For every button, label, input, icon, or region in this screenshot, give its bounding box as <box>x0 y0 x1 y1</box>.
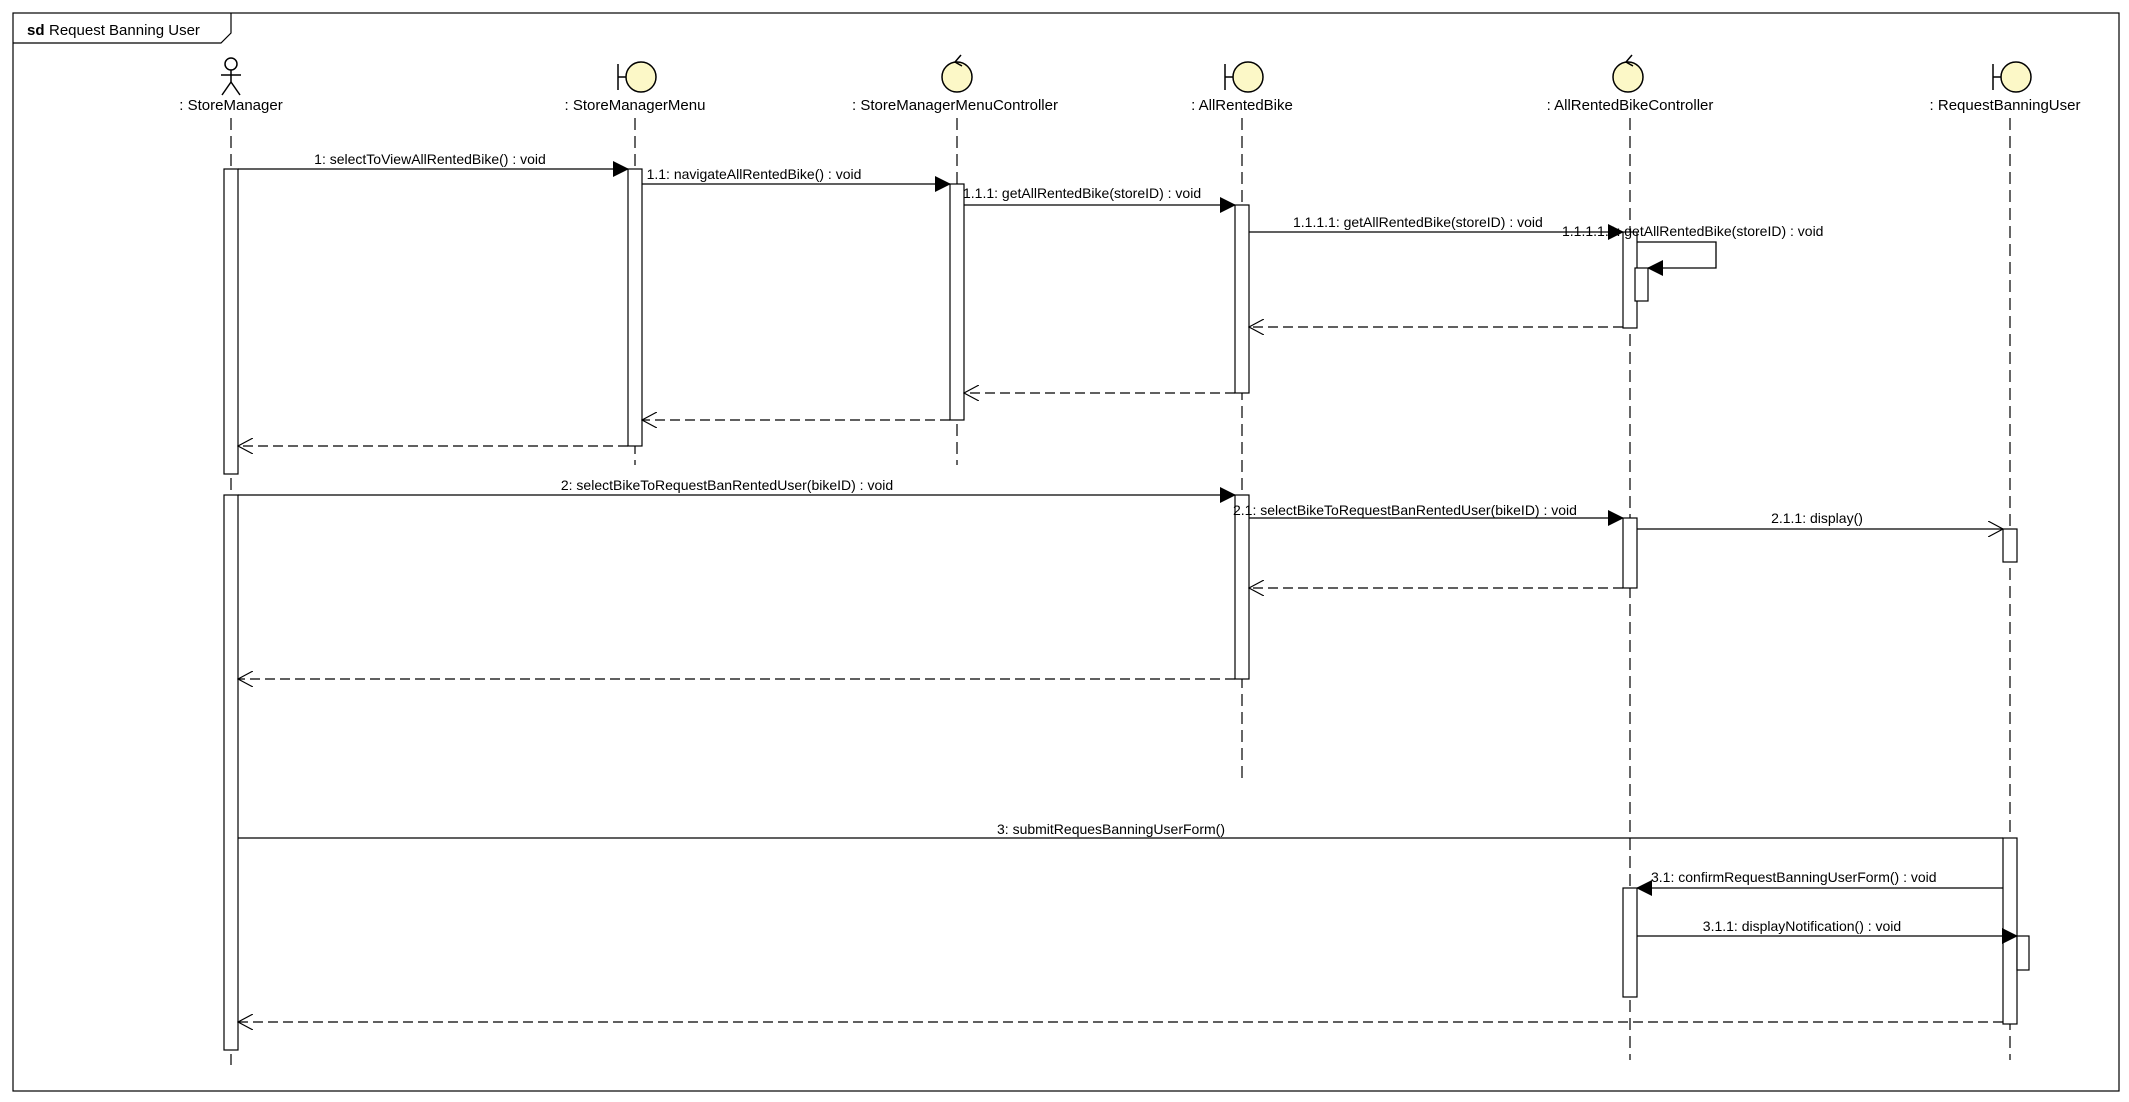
participant-name: : StoreManagerMenu <box>565 97 706 114</box>
boundary-icon <box>1992 61 2032 93</box>
activation-bar <box>1634 267 1649 302</box>
participant-request-banning-user: : RequestBanningUser <box>1930 61 2081 114</box>
message-label: 1.1: navigateAllRentedBike() : void <box>647 166 862 182</box>
frame-border <box>12 12 2120 1092</box>
control-icon <box>941 54 973 93</box>
participant-store-manager-menu-controller: : StoreManagerMenuController <box>852 54 1058 114</box>
activation-bar <box>1622 887 1638 998</box>
frame-title: Request Banning User <box>49 22 200 39</box>
message-label: 2: selectBikeToRequestBanRentedUser(bike… <box>561 477 893 493</box>
message-label: 2.1: selectBikeToRequestBanRentedUser(bi… <box>1233 502 1577 518</box>
message-label: 2.1.1: display() <box>1771 510 1863 526</box>
message-label: 1.1.1: getAllRentedBike(storeID) : void <box>963 185 1201 201</box>
activation-bar <box>2016 935 2030 971</box>
participant-store-manager-menu: : StoreManagerMenu <box>565 61 706 114</box>
message-label: 1: selectToViewAllRentedBike() : void <box>314 151 546 167</box>
activation-bar <box>1622 517 1638 589</box>
participant-all-rented-bike: : AllRentedBike <box>1191 61 1293 114</box>
participant-name: : AllRentedBike <box>1191 97 1293 114</box>
activation-bar <box>1234 204 1250 394</box>
control-icon <box>1612 54 1644 93</box>
activation-bar <box>1234 494 1250 680</box>
participant-store-manager: : StoreManager <box>179 57 283 114</box>
message-label: 3: submitRequesBanningUserForm() <box>997 821 1225 837</box>
message-label: 3.1.1: displayNotification() : void <box>1703 918 1901 934</box>
participant-name: : AllRentedBikeController <box>1547 97 1714 114</box>
message-labels: 1: selectToViewAllRentedBike() : void 1.… <box>314 151 1936 934</box>
boundary-icon <box>617 61 657 93</box>
activation-bar <box>223 494 239 1051</box>
participant-name: : StoreManagerMenuController <box>852 97 1058 114</box>
message-label: 3.1: confirmRequestBanningUserForm() : v… <box>1651 869 1937 885</box>
activation-bar <box>627 168 643 447</box>
participant-all-rented-bike-controller: : AllRentedBikeController <box>1547 54 1714 114</box>
self-message-arrow <box>1637 241 1717 276</box>
participant-name: : RequestBanningUser <box>1930 97 2081 114</box>
participant-name: : StoreManager <box>179 97 282 114</box>
activation-bar <box>223 168 239 475</box>
message-label: 1.1.1.1.1: getAllRentedBike(storeID) : v… <box>1562 223 1823 239</box>
activation-bar <box>2002 528 2018 563</box>
frame-label-box <box>13 13 232 44</box>
activation-bar <box>2002 837 2018 1025</box>
actor-icon <box>221 57 241 96</box>
message-label: 1.1.1.1: getAllRentedBike(storeID) : voi… <box>1293 214 1543 230</box>
frame-keyword: sd <box>27 22 45 39</box>
boundary-icon <box>1224 61 1264 93</box>
messages <box>238 161 2018 1022</box>
activation-bar <box>949 183 965 421</box>
activations <box>223 168 2030 1051</box>
